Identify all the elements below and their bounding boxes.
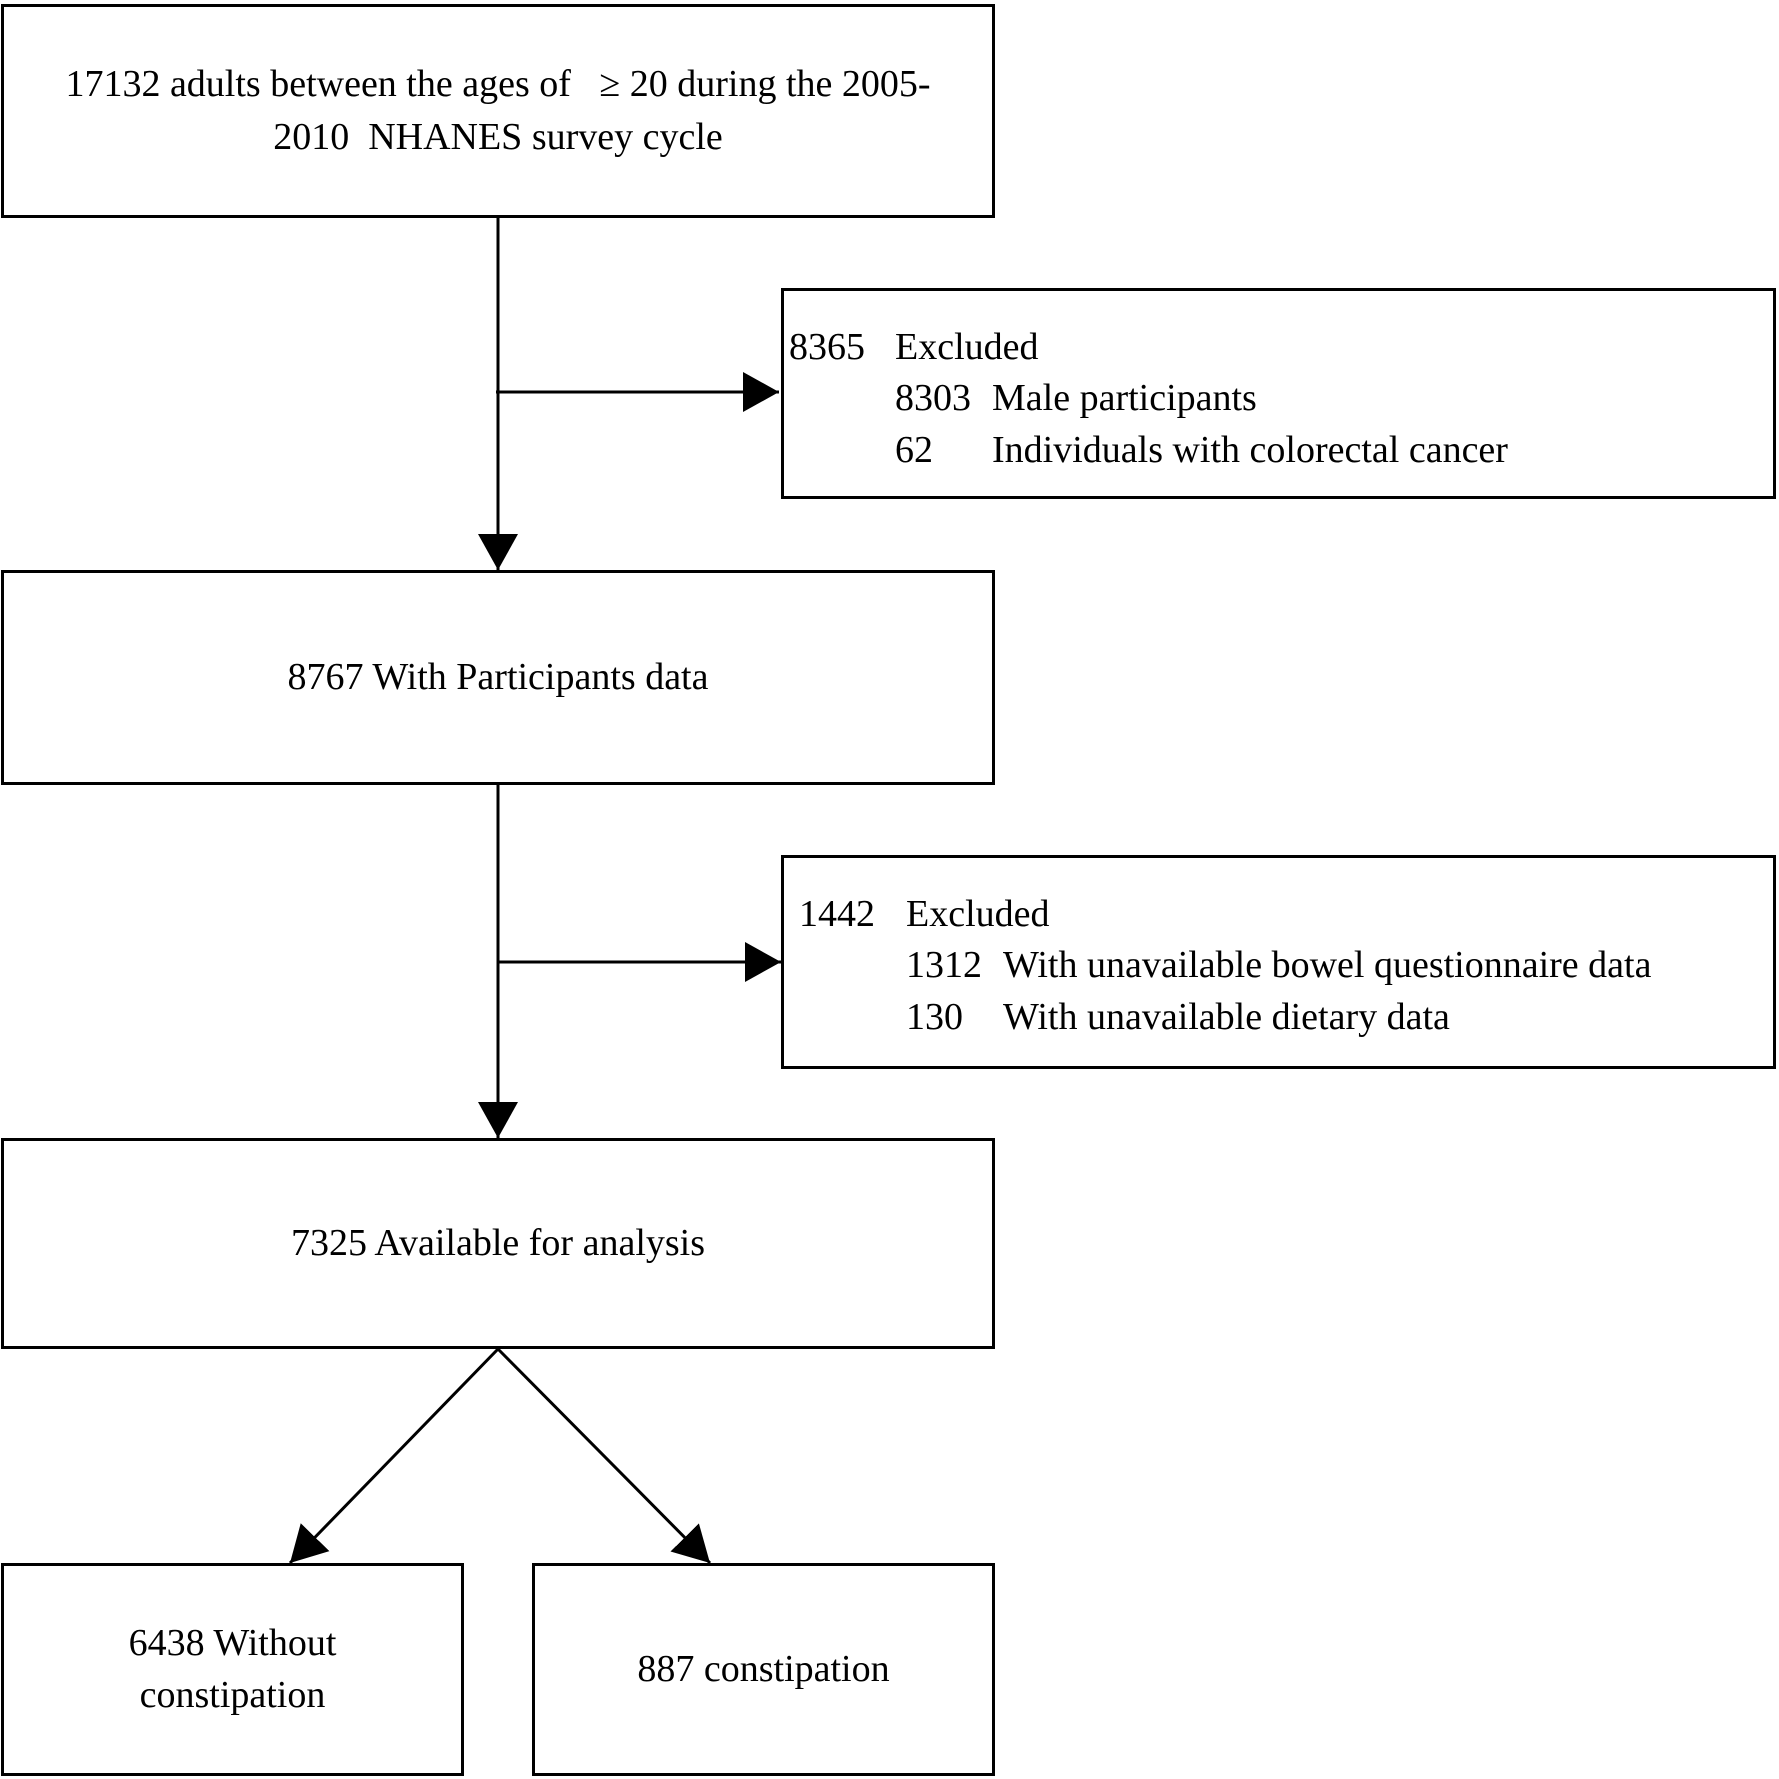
with-constipation-text: 887 constipation <box>637 1647 890 1690</box>
study-population-line-1: 17132 adults between the ages of ≥ 20 du… <box>65 62 931 105</box>
exclusion-1-count: 8365 <box>789 326 865 368</box>
exclusion-1-label: Excluded <box>895 326 1039 368</box>
exclusion-2-count: 1442 <box>799 893 875 935</box>
participants-data-text: 8767 With Participants data <box>287 655 709 698</box>
arrow-to-without-constipation <box>288 1347 500 1565</box>
exclusion-1-item-1-count: 8303 <box>895 377 971 419</box>
exclusion-1-item-2-count: 62 <box>895 429 933 471</box>
exclusion-2-item-2-count: 130 <box>906 996 963 1038</box>
without-constipation-line-1: 6438 Without <box>128 1622 337 1665</box>
exclusion-2-item-2-label: With unavailable dietary data <box>1003 996 1450 1038</box>
available-for-analysis-text: 7325 Available for analysis <box>290 1221 706 1264</box>
box-without-constipation: 6438 Without constipation <box>1 1563 464 1776</box>
box-participants-data: 8767 With Participants data <box>1 570 995 785</box>
box-exclusion-2: 1442 Excluded 1312 With unavailable bowe… <box>781 855 1776 1069</box>
box-with-constipation: 887 constipation <box>532 1563 995 1776</box>
box-study-population: 17132 adults between the ages of ≥ 20 du… <box>1 4 995 218</box>
exclusion-2-item-1-label: With unavailable bowel questionnaire dat… <box>1003 944 1652 986</box>
arrow-to-with-constipation <box>496 1347 712 1565</box>
exclusion-2-label: Excluded <box>906 893 1050 935</box>
study-population-line-2: 2010 NHANES survey cycle <box>273 116 723 158</box>
box-exclusion-1: 8365 Excluded 8303 Male participants 62 … <box>781 288 1776 499</box>
exclusion-1-item-2-label: Individuals with colorectal cancer <box>992 429 1508 471</box>
exclusion-2-item-1-count: 1312 <box>906 944 982 986</box>
without-constipation-line-2: constipation <box>139 1673 326 1716</box>
exclusion-1-item-1-label: Male participants <box>992 377 1257 419</box>
box-available-for-analysis: 7325 Available for analysis <box>1 1138 995 1349</box>
